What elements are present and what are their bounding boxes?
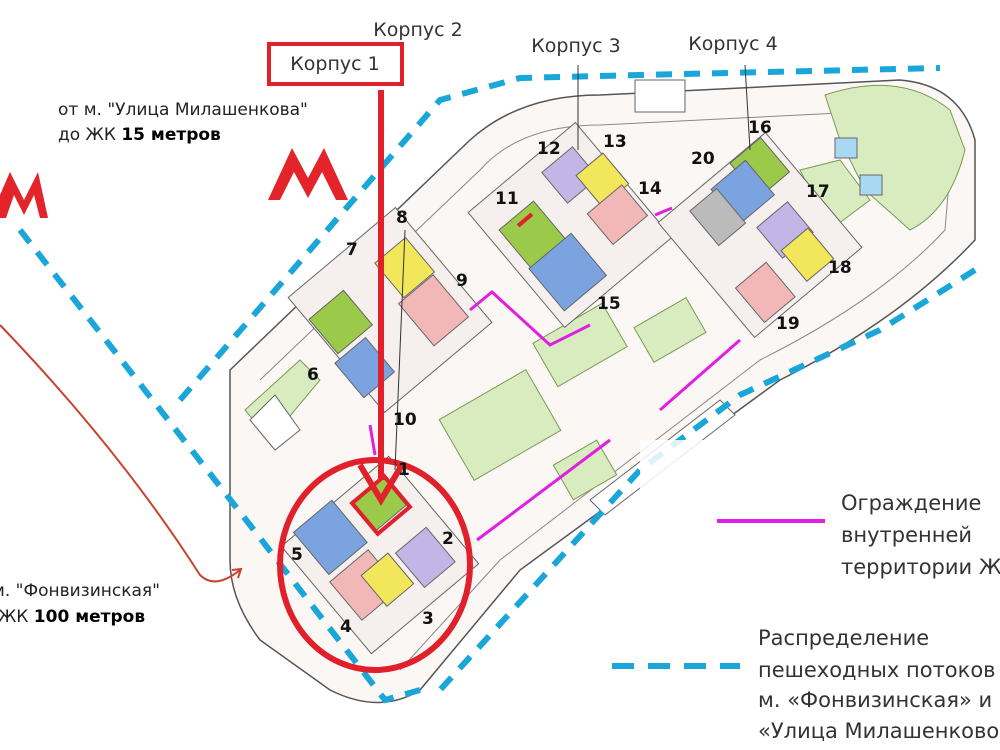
pedestrian-paths	[17, 65, 977, 704]
section-number: 18	[828, 258, 852, 278]
metro-logo-icon	[268, 148, 348, 200]
section-number: 20	[691, 149, 715, 169]
section-number: 7	[346, 240, 358, 260]
section-number: 5	[291, 545, 303, 565]
section-number: 2	[442, 529, 454, 549]
korpus-1-label-box	[267, 42, 404, 86]
fonvizinskaya-note-line1: м. "Фонвизинская"	[0, 581, 160, 601]
section-number: 8	[396, 208, 408, 228]
section-number: 12	[537, 139, 561, 159]
section-number: 13	[603, 132, 627, 152]
korpus-4-building	[657, 131, 863, 339]
korpus-4-leader	[744, 64, 751, 151]
section-number: 17	[806, 182, 830, 202]
green-areas	[244, 84, 966, 501]
section-number: 3	[422, 609, 434, 629]
korpus-4-label: Корпус 4	[688, 33, 777, 55]
korpus-2-label: Корпус 2	[373, 19, 462, 41]
legend-background	[640, 440, 1000, 750]
section-number: 1	[398, 460, 410, 480]
milashenkova-note-line1: от м. "Улица Милашенкова"	[58, 100, 308, 120]
section-number: 9	[456, 271, 468, 291]
section-number: 15	[597, 294, 621, 314]
milashenkova-note-line2: до ЖК 15 метров	[58, 125, 221, 145]
pool	[834, 137, 858, 159]
metro-logo-icon	[0, 172, 48, 218]
section-number: 16	[748, 118, 772, 138]
korpus-1-highlight-circle	[277, 457, 473, 673]
pointer-arrowhead	[357, 463, 405, 506]
section-numbers: 1 2 3 4 5 6 7 8 9 10 11 12 13 14 15 16 1…	[291, 118, 852, 637]
korpus-2-building	[287, 206, 493, 414]
legend-pedestrian-label: Распределение пешеходных потоков м. «Фон…	[758, 626, 1000, 743]
korpus-3-building	[467, 121, 673, 329]
route-arrow	[0, 324, 241, 583]
korpus-1-label: Корпус 1	[290, 53, 379, 75]
section-number: 19	[776, 314, 800, 334]
korpus-2-leader	[394, 229, 406, 471]
section-number: 10	[393, 410, 417, 430]
korpus-1-building	[280, 455, 480, 655]
fence-lines	[368, 206, 741, 542]
section-number: 6	[307, 365, 319, 385]
section-number: 4	[340, 617, 352, 637]
fonvizinskaya-note-line2: ЖК 100 метров	[0, 607, 145, 627]
legend-fence-label: Ограждение внутренней территории ЖК	[841, 491, 1000, 579]
section-number: 11	[495, 189, 519, 209]
section-number: 14	[638, 179, 662, 199]
korpus-1-highlight-box	[349, 473, 413, 537]
route-arrowhead	[231, 567, 243, 579]
pool	[859, 174, 883, 196]
korpus-3-label: Корпус 3	[531, 35, 620, 57]
